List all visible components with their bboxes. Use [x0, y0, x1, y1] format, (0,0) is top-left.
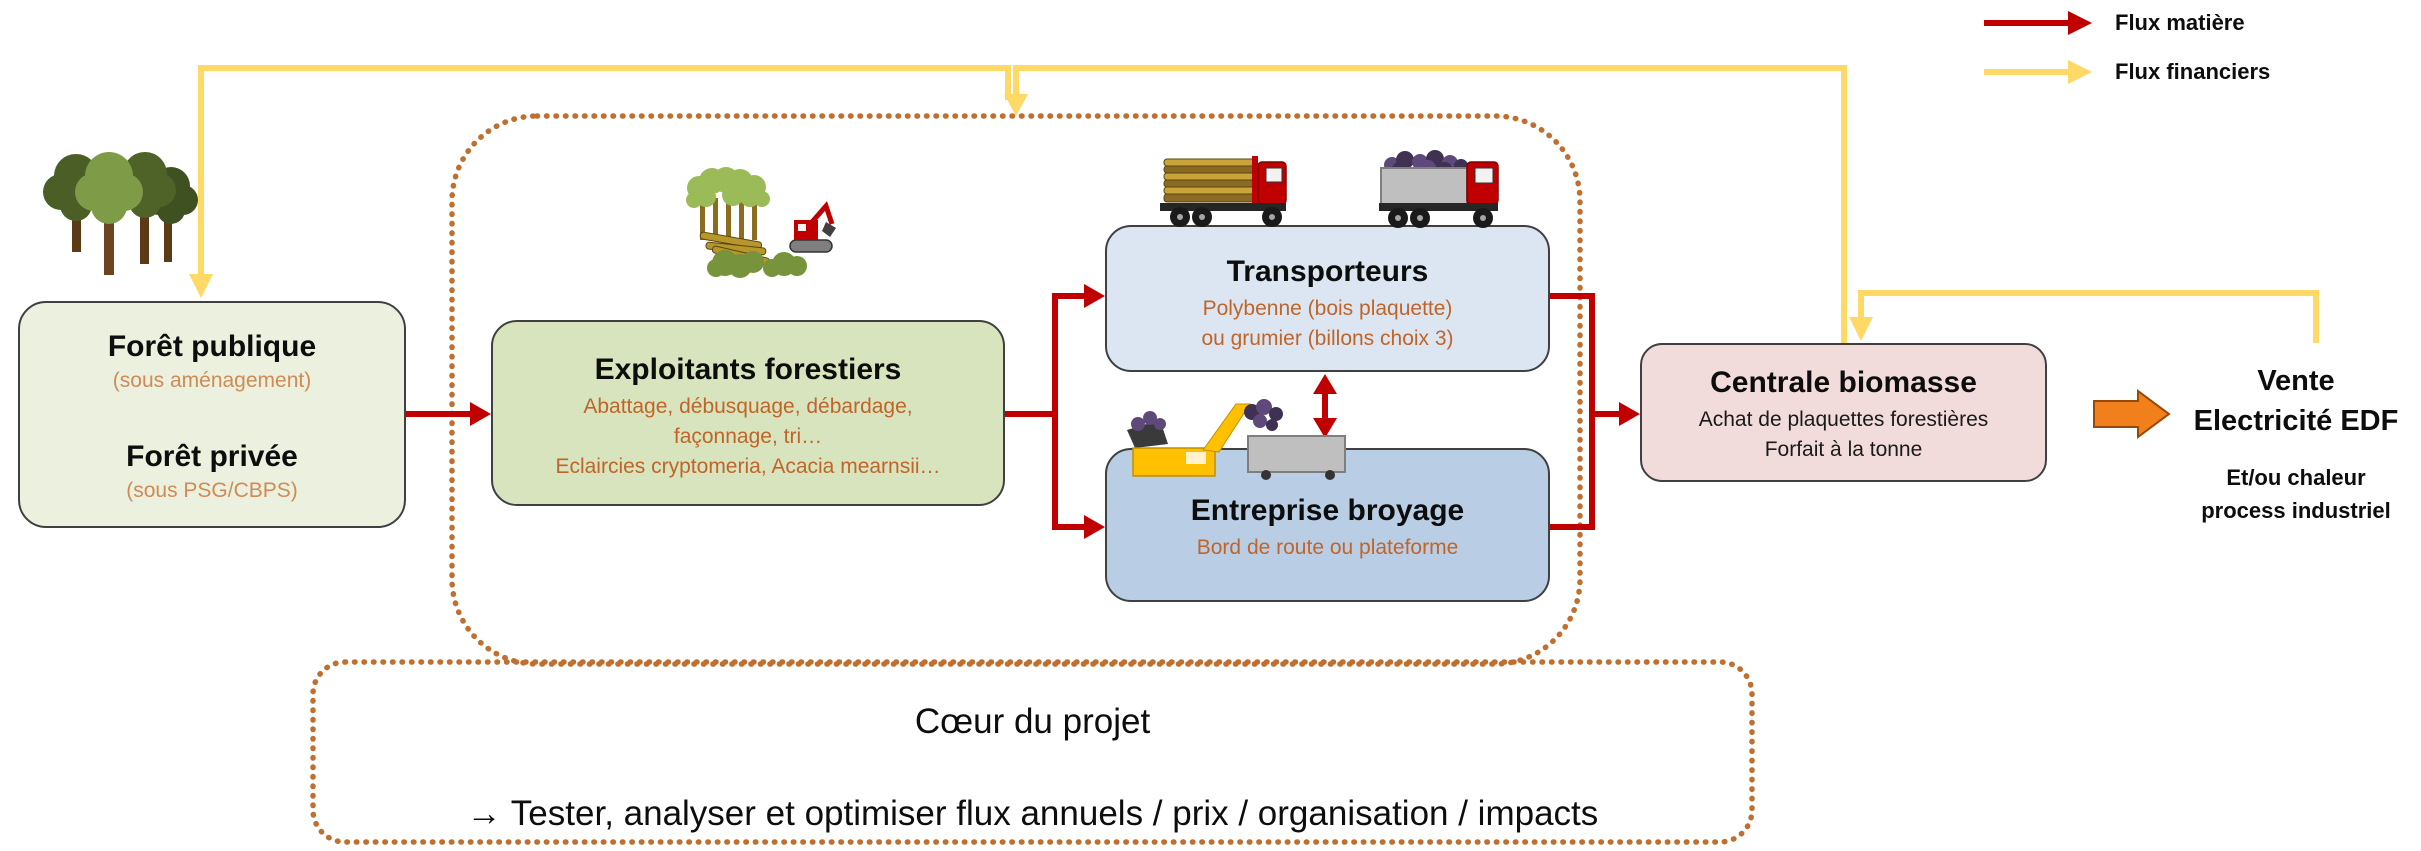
tree-trunk: [164, 210, 172, 262]
plant-title: Centrale biomasse: [1710, 366, 1977, 399]
forest-to-operators-arrowhead: [470, 402, 491, 426]
private-forest-title: Forêt privée: [126, 440, 298, 473]
truck-cab: [1466, 161, 1499, 205]
forestry-harvest-icon: [686, 167, 836, 278]
tree-trunk: [104, 206, 114, 275]
legend-material-flow-arrowhead: [2068, 11, 2092, 35]
sale-note-line: Et/ou chaleur: [2226, 465, 2366, 490]
chipping-description: Bord de route ou plateforme: [1107, 533, 1548, 563]
wood-chip-load: [1384, 150, 1468, 176]
public-forest-note: (sous aménagement): [112, 369, 312, 392]
plant-line: Achat de plaquettes forestières: [1698, 408, 1989, 431]
transporters-box: Transporteurs Polybenne (bois plaquette)…: [1105, 225, 1550, 372]
excavator-window: [798, 224, 806, 231]
merge-line: [1550, 293, 1595, 530]
forest-operators-box: Exploitants forestiers Abattage, débusqu…: [491, 320, 1005, 506]
payment-to-forest-arrowhead: [189, 274, 213, 298]
legend-financial-flow-arrowhead: [2068, 60, 2092, 84]
chipping-title: Entreprise broyage: [1190, 494, 1465, 527]
tree-canopy: [144, 167, 198, 224]
to-plant-arrowhead: [1619, 402, 1640, 426]
plant-line: Forfait à la tonne: [1764, 438, 1923, 461]
to-chipping-arrowhead: [1084, 515, 1105, 539]
operators-line: façonnage, tri…: [673, 425, 823, 448]
operators-line: Abattage, débusquage, débardage,: [583, 395, 913, 418]
truck-chassis: [1160, 203, 1286, 211]
project-core-title: Cœur du projet: [914, 702, 1151, 741]
sale-note-line: process industriel: [2201, 498, 2391, 523]
loader-arm: [1202, 403, 1251, 453]
chipping-company-box: Entreprise broyage Bord de route ou plat…: [1105, 448, 1550, 602]
loader-bucket: [1127, 420, 1168, 448]
truck-window: [1474, 167, 1494, 184]
payment-to-plant-arrowhead: [1849, 317, 1873, 341]
forest-trees-icon: [43, 152, 198, 275]
private-forest-note: (sous PSG/CBPS): [126, 479, 298, 502]
chipping-line: Bord de route ou plateforme: [1196, 536, 1459, 559]
truck-chassis: [1379, 203, 1498, 211]
tree-trunk: [140, 204, 149, 264]
dump-box: [1380, 167, 1468, 205]
excavator-track: [789, 239, 833, 253]
sale-title-line: Electricité EDF: [2193, 405, 2399, 437]
truck-cab: [1257, 161, 1287, 205]
transport-line: Polybenne (bois plaquette): [1202, 297, 1453, 320]
public-forest-title: Forêt publique: [107, 330, 317, 363]
tree-canopy: [43, 154, 109, 221]
sale-title-line: Vente: [2257, 365, 2335, 397]
project-core-goal: → Tester, analyser et optimiser flux ann…: [466, 794, 1599, 833]
project-core-text: Cœur du projet → Tester, analyser et opt…: [313, 702, 1752, 834]
bucket-chips: [1131, 411, 1166, 431]
transport-chipping-down-arrowhead: [1313, 418, 1337, 438]
red-excavator: [789, 201, 836, 253]
operators-title: Exploitants forestiers: [594, 353, 902, 386]
plant-description: Achat de plaquettes forestières Forfait …: [1642, 405, 2045, 465]
truck-wheels: [1170, 207, 1282, 227]
log-truck-icon: [1160, 156, 1287, 227]
payment-to-plant-line: [1858, 290, 2319, 343]
excavator-boom: [810, 201, 835, 225]
young-tree-trunks: [700, 198, 757, 240]
tree-canopy: [75, 152, 143, 224]
to-transport-arrowhead: [1084, 284, 1105, 308]
tree-trunk: [72, 198, 81, 252]
legend-financial-flow-label: Flux financiers: [2115, 59, 2271, 84]
chip-dump-truck-icon: [1379, 150, 1499, 228]
payment-to-forest-line: [198, 65, 1011, 276]
electricity-sale-block: Vente Electricité EDF Et/ou chaleur proc…: [2172, 361, 2420, 527]
operators-split-line: [1052, 293, 1086, 530]
brush-piles: [707, 250, 807, 278]
young-tree-canopy: [686, 167, 770, 208]
transport-chipping-up-arrowhead: [1313, 374, 1337, 394]
excavator-body: [794, 220, 818, 240]
truck-window: [1265, 167, 1283, 183]
cut-logs: [699, 231, 770, 266]
transport-description: Polybenne (bois plaquette) ou grumier (b…: [1107, 294, 1548, 354]
sale-output-arrow: [2093, 389, 2171, 439]
forest-owners-box: Forêt publique (sous aménagement) Forêt …: [18, 301, 406, 528]
operators-line: Eclaircies cryptomeria, Acacia mearnsii…: [555, 455, 941, 478]
excavator-bucket: [822, 222, 836, 237]
operators-description: Abattage, débusquage, débardage, façonna…: [493, 392, 1003, 482]
transport-line: ou grumier (billons choix 3): [1201, 327, 1454, 350]
log-stake: [1252, 156, 1258, 204]
falling-chips: [1244, 399, 1283, 431]
log-load: [1163, 158, 1255, 203]
payment-to-project-arrowhead: [1004, 94, 1028, 116]
biomass-plant-box: Centrale biomasse Achat de plaquettes fo…: [1640, 343, 2047, 482]
tree-canopy: [114, 152, 176, 218]
legend-material-flow-label: Flux matière: [2115, 10, 2245, 35]
transport-title: Transporteurs: [1226, 255, 1429, 288]
